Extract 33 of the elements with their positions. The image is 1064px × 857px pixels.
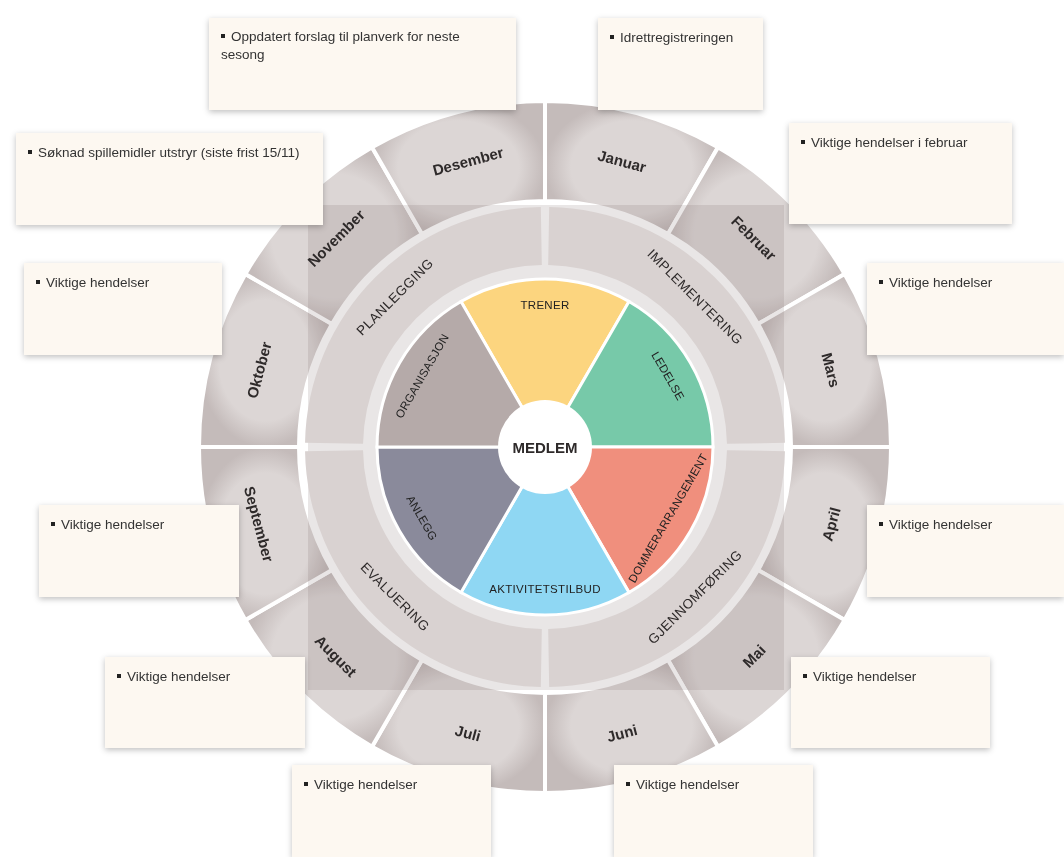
- note-text: Idrettregistreringen: [610, 29, 734, 47]
- month-label: Oktober: [243, 340, 275, 401]
- note-box: [791, 657, 990, 748]
- month-label: Januar: [595, 146, 648, 176]
- note-text: Viktige hendelser: [117, 668, 231, 686]
- note-box: [867, 505, 1064, 597]
- note-text: Viktige hendelser: [879, 274, 993, 292]
- note-box: [867, 263, 1064, 355]
- month-label: Juni: [604, 720, 639, 746]
- month-label: Mai: [739, 641, 770, 672]
- note-text: Viktige hendelser: [626, 776, 740, 794]
- note-text: Viktige hendelser: [304, 776, 418, 794]
- note-text: Søknad spillemidler utstryr (siste frist 15/11): [28, 144, 300, 162]
- sector-label: AKTIVITETSTILBUD: [489, 583, 601, 595]
- sector-label: TRENER: [520, 299, 570, 311]
- month-label: Juli: [453, 721, 484, 745]
- note-text: Viktige hendelser: [879, 516, 993, 534]
- note-box: [598, 18, 763, 110]
- note-box: [39, 505, 239, 597]
- note-box: [292, 765, 491, 857]
- month-label: Mars: [818, 351, 844, 390]
- note-text: Viktige hendelser i februar: [801, 134, 968, 152]
- note-text: Oppdatert forslag til planverk for neste sesong: [221, 28, 504, 64]
- note-text: Viktige hendelser: [51, 516, 165, 534]
- note-text: Viktige hendelser: [803, 668, 917, 686]
- note-box: [789, 123, 1012, 224]
- center-label: MEDLEM: [512, 438, 578, 456]
- note-box: [105, 657, 305, 748]
- note-box: [209, 18, 516, 110]
- month-label: April: [818, 504, 844, 543]
- note-box: [614, 765, 813, 857]
- note-text: Viktige hendelser: [36, 274, 150, 292]
- note-box: [24, 263, 222, 355]
